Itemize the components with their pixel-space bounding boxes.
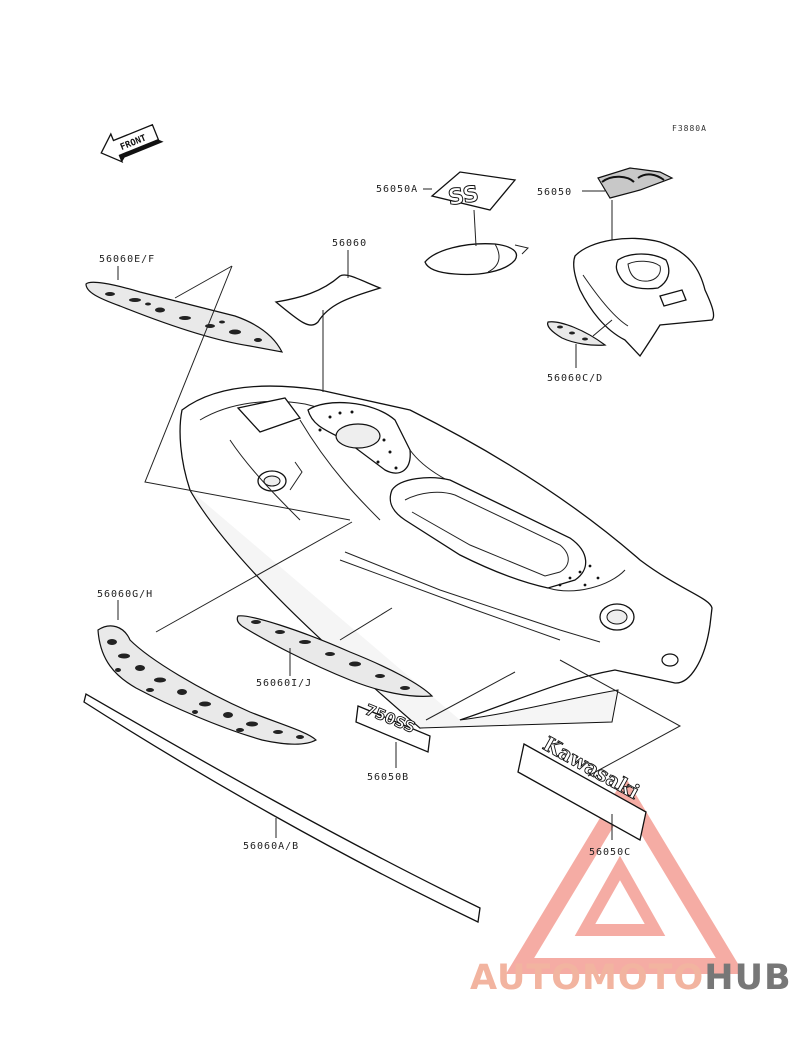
label-56050A: 56050A: [376, 184, 418, 195]
label-56060GH: 56060G/H: [97, 589, 153, 600]
watermark-logo-icon: [505, 776, 745, 974]
figure-reference: F3880A: [672, 124, 707, 133]
label-56060AB: 56060A/B: [243, 841, 299, 852]
decal-56050[interactable]: [597, 167, 674, 199]
label-56060EF: 56060E/F: [99, 254, 155, 265]
label-56060CD: 56060C/D: [547, 373, 603, 384]
front-arrow-icon: FRONT: [100, 123, 164, 164]
watermark-text: AUTOMOTOHUB: [470, 958, 792, 998]
label-56050B: 56050B: [367, 772, 409, 783]
decal-56060CD[interactable]: [547, 321, 607, 346]
label-56050: 56050: [537, 187, 572, 198]
leader-triangle: [144, 265, 351, 521]
decal-56050C[interactable]: Kawasaki: [517, 731, 647, 841]
decal-56060IJ[interactable]: [236, 615, 434, 697]
decal-ss-text: SS: [447, 182, 481, 211]
watermark-part-b: HUB: [704, 958, 792, 998]
label-56050C: 56050C: [589, 847, 631, 858]
rear-cowl: [573, 237, 715, 358]
decal-56060AB[interactable]: [83, 693, 481, 923]
watercraft-hull: [179, 385, 713, 729]
decal-56050A[interactable]: SS: [430, 171, 517, 211]
hatch-cover: [424, 243, 529, 276]
label-56060IJ: 56060I/J: [256, 678, 312, 689]
watermark-part-a: AUTOMOTO: [470, 958, 705, 998]
decal-56060[interactable]: [274, 274, 382, 326]
decal-56060EF[interactable]: [85, 281, 284, 353]
label-56060: 56060: [332, 238, 367, 249]
decal-56060GH[interactable]: [97, 625, 317, 745]
